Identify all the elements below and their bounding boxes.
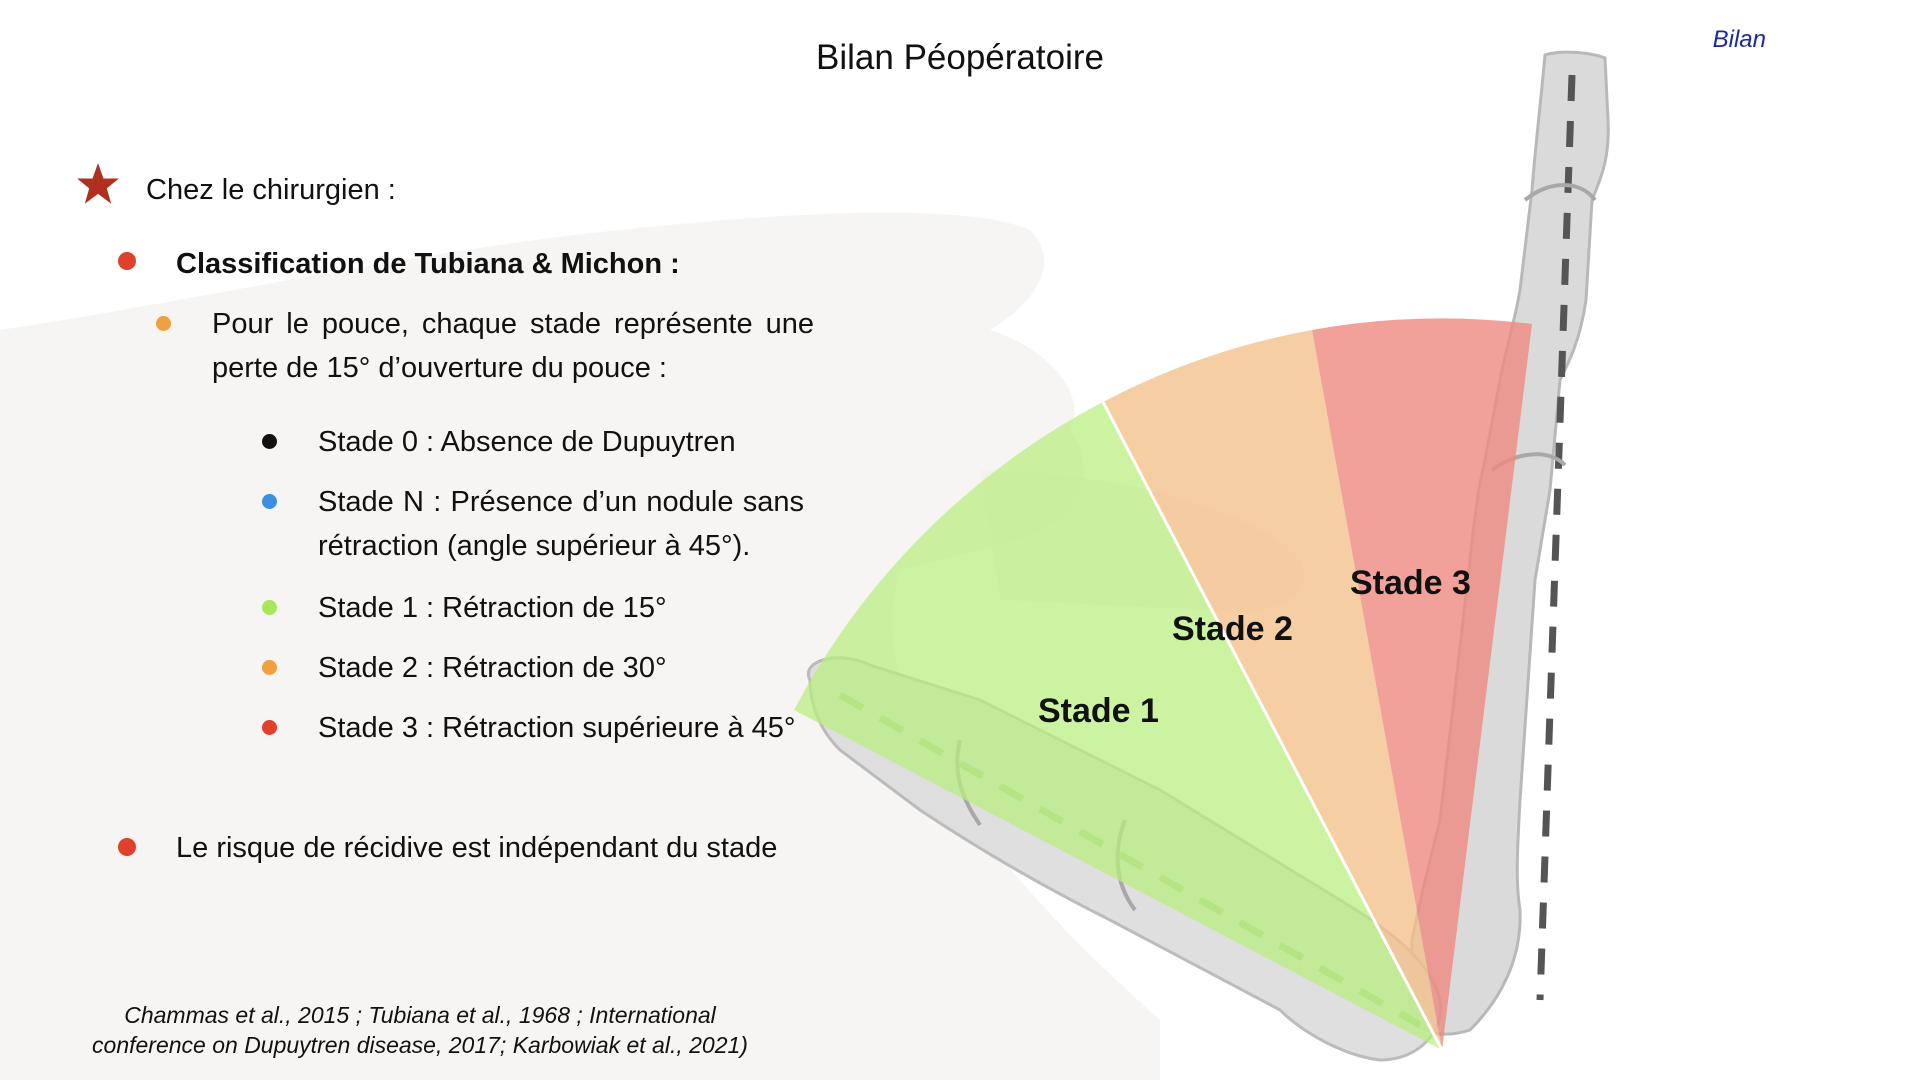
star-icon [77,163,119,204]
bullet-dot [262,600,277,615]
bullet-dot [262,720,277,735]
stage-2-text: Stade 2 : Rétraction de 30° [318,652,667,684]
thumb-note: Pour le pouce, chaque stade représente u… [212,308,814,384]
stage-1-text: Stade 1 : Rétraction de 15° [318,592,667,624]
section-label: Bilan [1712,26,1766,53]
bullet-dot [118,838,136,856]
sector-stade-3 [1312,318,1532,1050]
stage-3-text: Stade 3 : Rétraction supérieure à 45° [318,712,796,744]
sector-stade-2 [1103,330,1442,1050]
recurrence-note: Le risque de récidive est indépendant du… [176,832,778,864]
stage-0-text: Stade 0 : Absence de Dupuytren [318,426,736,458]
thumb-diagram: Stade 1 Stade 2 Stade 3 [794,50,1610,1062]
citation-line-2: conference on Dupuytren disease, 2017; K… [92,1032,748,1058]
bullet-dot [262,660,277,675]
bullet-dot [156,316,171,331]
stade-2-label: Stade 2 [1172,610,1293,648]
bullet-dot [262,494,277,509]
stage-n-text: Stade N : Présence d’un nodule sans rétr… [318,486,804,562]
classification-title: Classification de Tubiana & Michon : [176,248,680,280]
citation: Chammas et al., 2015 ; Tubiana et al., 1… [50,1000,790,1060]
stage-sectors [794,318,1532,1051]
bullet-dot [262,434,277,449]
stade-3-label: Stade 3 [1350,564,1471,602]
stade-1-label: Stade 1 [1038,692,1159,730]
page-title: Bilan Péopératoire [816,38,1104,77]
sector-stade-1 [794,402,1442,1050]
surgeon-heading: Chez le chirurgien : [146,174,396,206]
bullet-dot [118,252,136,270]
citation-line-1: Chammas et al., 2015 ; Tubiana et al., 1… [124,1002,716,1028]
